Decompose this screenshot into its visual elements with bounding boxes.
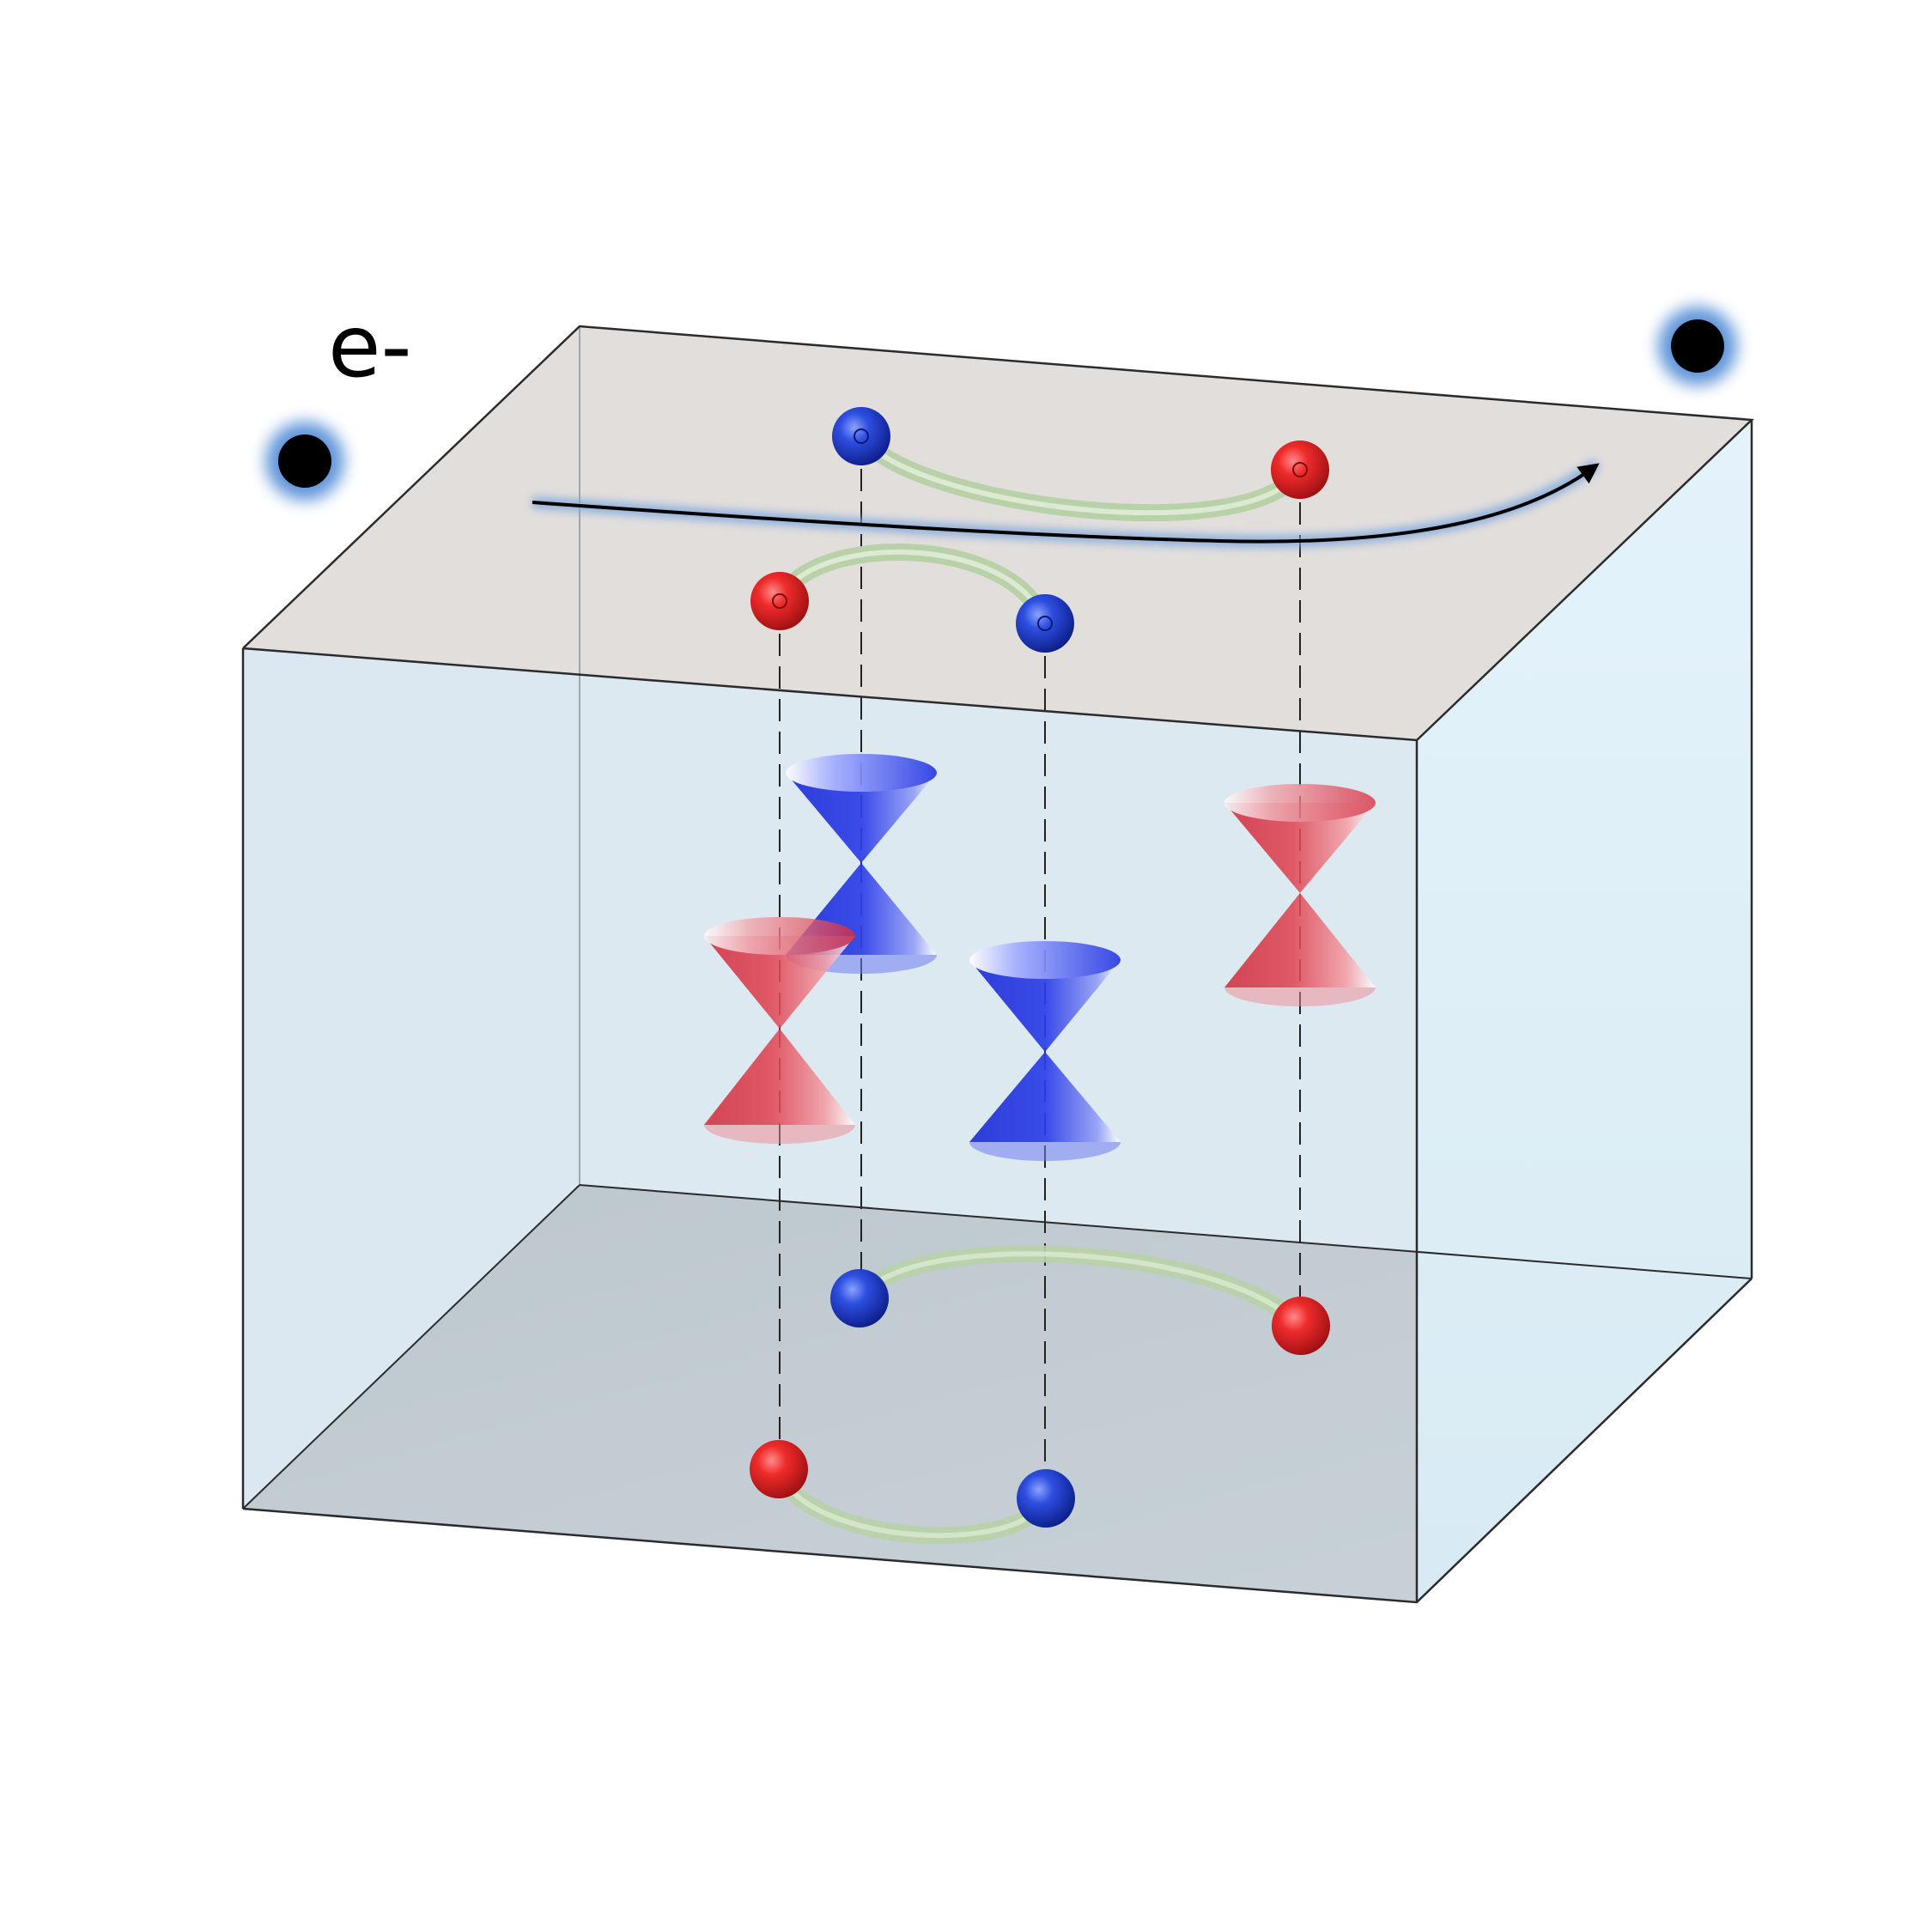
electron-label: e- — [328, 296, 412, 397]
weyl-cone-red — [1224, 784, 1376, 1006]
surface-node-blue — [1016, 594, 1074, 653]
surface-node-red — [1271, 440, 1329, 499]
fermi-arc-bottom-back-hl — [859, 1251, 1303, 1329]
top-fermi-arcs — [750, 407, 1329, 653]
bottom-edges — [242, 1278, 1753, 1604]
trajectory-arrow — [532, 463, 1600, 544]
surface-node-blue — [1017, 1469, 1075, 1528]
crystal-box — [243, 326, 1752, 1602]
right-face — [1417, 420, 1752, 1602]
weyl-cones — [704, 754, 1376, 1161]
bottom-fermi-arcs — [750, 1245, 1330, 1545]
edge-bottom-back — [579, 1184, 1753, 1279]
fermi-arc-top-front-hl — [777, 549, 1048, 626]
box-edges — [241, 325, 1754, 1604]
surface-node-blue — [832, 407, 890, 465]
electron-trajectory — [532, 459, 1601, 548]
surface-node-blue — [830, 1269, 889, 1327]
fermi-arc-top-back-hl — [859, 434, 1303, 516]
edge-bottom-left — [242, 1184, 580, 1510]
surface-node-red — [750, 572, 809, 630]
surface-node-red — [750, 1440, 808, 1498]
surface-node-red — [1272, 1297, 1330, 1355]
electron-outgoing — [1658, 307, 1737, 386]
weyl-cone-red — [704, 917, 855, 1144]
electron-incoming — [265, 422, 344, 501]
weyl-cone-blue — [969, 941, 1121, 1161]
